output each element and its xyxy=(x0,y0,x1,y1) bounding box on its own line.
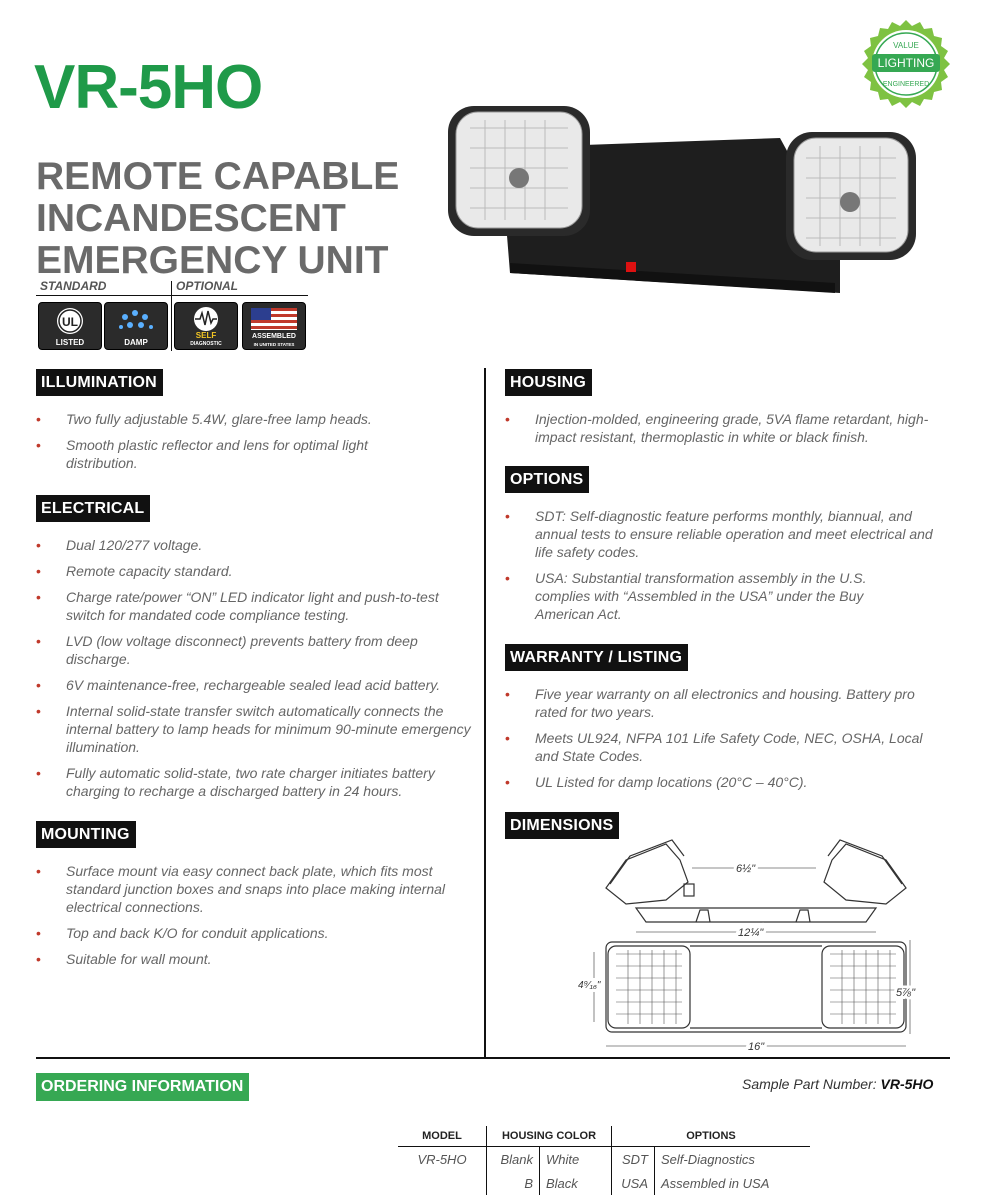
dimension-left-height: 4⁹⁄₁₆" xyxy=(578,980,601,991)
sample-label: Sample Part Number: xyxy=(742,1076,877,1092)
cell-option-name: Assembled in USA xyxy=(661,1175,770,1191)
list-item: Meets UL924, NFPA 101 Life Safety Code, … xyxy=(505,729,935,765)
section-heading: OPTIONS xyxy=(505,466,590,493)
section-heading: ELECTRICAL xyxy=(36,495,151,522)
dimension-right-height: 5⅞" xyxy=(896,987,916,999)
list-item: Injection-molded, engineering grade, 5VA… xyxy=(505,410,935,446)
subtitle-line: INCANDESCENT xyxy=(36,197,346,240)
optional-label: OPTIONAL xyxy=(176,279,238,293)
sample-part-number: Sample Part Number: VR-5HO xyxy=(742,1076,933,1092)
mounting-section: MOUNTING Surface mount via easy connect … xyxy=(36,821,476,976)
self-diagnostic-badge: SELF DIAGNOSTIC xyxy=(174,302,238,350)
dimension-drawing: 6½" 12¼" 16" 4⁹⁄₁₆" 5⅞" xyxy=(576,839,919,1056)
dimension-top-span: 6½" xyxy=(736,863,756,875)
column-divider xyxy=(484,368,486,1058)
section-heading: ILLUMINATION xyxy=(36,369,163,396)
list-item: UL Listed for damp locations (20°C – 40°… xyxy=(505,773,945,791)
list-item: Surface mount via easy connect back plat… xyxy=(36,862,466,916)
list-item: Internal solid-state transfer switch aut… xyxy=(36,702,476,756)
ul-listed-icon: UL xyxy=(57,308,83,334)
illumination-section: ILLUMINATION Two fully adjustable 5.4W, … xyxy=(36,369,476,480)
sample-value: VR-5HO xyxy=(880,1076,934,1092)
table-row: VR-5HO Blank White SDT Self-Diagnostics xyxy=(398,1146,810,1171)
electrical-section: ELECTRICAL Dual 120/277 voltage. Remote … xyxy=(36,495,476,808)
bottom-divider xyxy=(36,1057,950,1059)
ordering-heading: ORDERING INFORMATION xyxy=(36,1073,250,1101)
list-item: LVD (low voltage disconnect) prevents ba… xyxy=(36,632,476,668)
self-diagnostic-icon xyxy=(194,307,218,331)
dimension-overall-width: 16" xyxy=(748,1041,765,1053)
table-row: B Black USA Assembled in USA xyxy=(398,1171,810,1195)
dimension-body-width: 12¼" xyxy=(738,927,764,939)
ordering-table: MODEL HOUSING COLOR OPTIONS VR-5HO Blank… xyxy=(398,1126,810,1195)
product-photo xyxy=(448,106,916,293)
list-item: Charge rate/power “ON” LED indicator lig… xyxy=(36,588,476,624)
list-item: Two fully adjustable 5.4W, glare-free la… xyxy=(36,410,476,428)
list-item: Dual 120/277 voltage. xyxy=(36,536,476,554)
options-section: OPTIONS SDT: Self-diagnostic feature per… xyxy=(505,466,945,631)
badge-sub-caption: IN UNITED STATES xyxy=(253,342,295,347)
seal-bottom-text: ENGINEERED xyxy=(883,81,929,88)
section-heading: WARRANTY / LISTING xyxy=(505,644,689,671)
badge-caption: DAMP xyxy=(124,338,148,347)
cell-option-code: USA xyxy=(611,1171,655,1195)
list-item: Top and back K/O for conduit application… xyxy=(36,924,476,942)
cell-option-name: Self-Diagnostics xyxy=(661,1151,755,1167)
value-engineered-seal-icon: LIGHTING VALUE ENGINEERED xyxy=(862,20,950,108)
housing-section: HOUSING Injection-molded, engineering gr… xyxy=(505,369,945,454)
column-header: OPTIONS xyxy=(611,1126,810,1147)
cell-option-code: SDT xyxy=(611,1146,655,1171)
subtitle-line: EMERGENCY UNIT xyxy=(36,239,389,282)
badge-caption: LISTED xyxy=(55,338,85,347)
standard-label: STANDARD xyxy=(40,279,107,293)
section-heading: DIMENSIONS xyxy=(505,812,620,839)
assembled-usa-badge: ASSEMBLED IN UNITED STATES xyxy=(242,302,306,350)
warranty-section: WARRANTY / LISTING Five year warranty on… xyxy=(505,644,945,799)
cell-housing-name: White xyxy=(546,1151,580,1167)
list-item: SDT: Self-diagnostic feature performs mo… xyxy=(505,507,935,561)
list-item: Suitable for wall mount. xyxy=(36,950,476,968)
cell-housing-name: Black xyxy=(546,1175,578,1191)
dimensions-section: DIMENSIONS xyxy=(505,812,620,839)
product-model-title: VR-5HO xyxy=(34,53,263,122)
badge-caption: SELF xyxy=(195,331,217,340)
column-header: HOUSING COLOR xyxy=(486,1126,612,1147)
usa-flag-icon xyxy=(251,308,297,330)
list-item: USA: Substantial transformation assembly… xyxy=(505,569,915,623)
list-item: Smooth plastic reflector and lens for op… xyxy=(36,436,396,472)
badge-caption: ASSEMBLED xyxy=(252,333,296,340)
damp-badge: DAMP xyxy=(104,302,168,350)
list-item: Five year warranty on all electronics an… xyxy=(505,685,935,721)
subtitle-line: REMOTE CAPABLE xyxy=(36,155,400,198)
cell-housing-code: Blank xyxy=(486,1146,540,1171)
svg-text:UL: UL xyxy=(62,315,78,329)
section-heading: HOUSING xyxy=(505,369,593,396)
seal-top-text: VALUE xyxy=(893,41,919,50)
seal-middle-text: LIGHTING xyxy=(878,56,935,70)
cell-housing-code: B xyxy=(486,1171,540,1195)
badge-sub-caption: DIAGNOSTIC xyxy=(190,341,222,347)
cell-model xyxy=(398,1171,487,1195)
product-subtitle: REMOTE CAPABLE INCANDESCENT EMERGENCY UN… xyxy=(36,156,399,282)
section-heading: MOUNTING xyxy=(36,821,136,848)
list-item: Fully automatic solid-state, two rate ch… xyxy=(36,764,476,800)
cell-model: VR-5HO xyxy=(417,1151,467,1167)
list-item: Remote capacity standard. xyxy=(36,562,476,580)
damp-icon xyxy=(119,310,153,329)
column-header: MODEL xyxy=(398,1126,487,1147)
ul-listed-badge: UL LISTED xyxy=(38,302,102,350)
list-item: 6V maintenance-free, rechargeable sealed… xyxy=(36,676,476,694)
